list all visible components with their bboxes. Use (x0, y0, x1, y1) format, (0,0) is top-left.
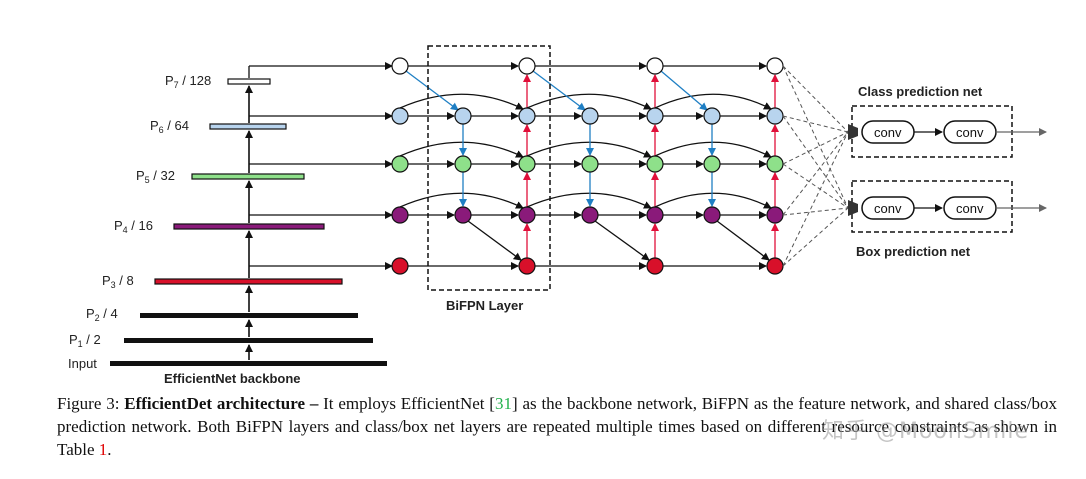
backbone-bar-p3 (154, 278, 343, 285)
bifpn-node-3-p6 (581, 107, 599, 125)
caption-text-3: . (107, 440, 112, 459)
bifpn-node-6-p5 (766, 155, 784, 173)
bifpn-node-3-p5 (581, 155, 599, 173)
class-conv-1-label: conv (874, 125, 902, 140)
bifpn-node-5-p5 (703, 155, 721, 173)
backbone-bar-input (110, 361, 387, 366)
bifpn-node-4-p7 (646, 57, 664, 75)
edge-skip-2-2 (654, 141, 772, 158)
bifpn-node-4-p3 (646, 257, 664, 275)
head-edge-box-0 (782, 65, 849, 209)
backbone-label-p7: P7 / 128 (165, 73, 211, 90)
bifpn-node-3-p4 (581, 206, 599, 224)
head-edge-class-0 (782, 65, 849, 133)
class-net-funnel-icon (848, 124, 858, 140)
bifpn-node-1-p6 (454, 107, 472, 125)
bifpn-node-4-p5 (646, 155, 664, 173)
bifpn-node-6-p4 (766, 206, 784, 224)
backbone-label-p2: P2 / 4 (86, 306, 118, 323)
edge-skip-2-1 (654, 93, 772, 110)
figure-caption: Figure 3: EfficientDet architecture – It… (57, 392, 1057, 461)
bifpn-node-0-p5 (391, 155, 409, 173)
head-edge-class-2 (782, 131, 849, 165)
bifpn-node-5-p6 (703, 107, 721, 125)
edge-td-0-0 (405, 70, 459, 111)
bifpn-node-1-p4 (454, 206, 472, 224)
bifpn-node-5-p4 (703, 206, 721, 224)
bifpn-node-1-p5 (454, 155, 472, 173)
edge-td-2-3 (716, 220, 770, 261)
caption-text-2: ] as the backbone network, BiFPN as the … (57, 394, 1058, 459)
backbone-label-p4: P4 / 16 (114, 218, 153, 235)
edge-skip-1-2 (526, 141, 652, 158)
edge-skip-0-1 (399, 93, 524, 110)
edge-skip-2-3 (654, 192, 772, 209)
backbone-label-input: Input (68, 356, 97, 371)
head-edge-box-1 (782, 115, 849, 209)
bifpn-edges (399, 62, 779, 270)
edge-skip-1-3 (526, 192, 652, 209)
bifpn-node-0-p6 (391, 107, 409, 125)
bifpn-node-0-p7 (391, 57, 409, 75)
head-edge-box-2 (782, 163, 849, 209)
caption-title: EfficientDet architecture – (124, 394, 319, 413)
class-conv-2-label: conv (956, 125, 984, 140)
backbone-bar-p5 (191, 173, 305, 180)
box-conv-2-label: conv (956, 201, 984, 216)
bifpn-nodes (391, 57, 784, 275)
bifpn-node-6-p6 (766, 107, 784, 125)
class-prediction-net: Class prediction net conv conv (848, 84, 1047, 158)
bifpn-node-2-p7 (518, 57, 536, 75)
backbone-bar-p1 (124, 338, 373, 343)
bifpn-layer-label: BiFPN Layer (446, 298, 523, 313)
head-edge-class-3 (782, 131, 849, 216)
box-net-funnel-icon (848, 200, 858, 216)
caption-citation-link[interactable]: 31 (494, 394, 512, 413)
backbone-label-p1: P1 / 2 (69, 332, 101, 349)
bifpn-node-6-p7 (766, 57, 784, 75)
bifpn-node-2-p3 (518, 257, 536, 275)
edge-td-1-3 (594, 220, 650, 261)
backbone-label-p5: P5 / 32 (136, 168, 175, 185)
bifpn-node-0-p3 (391, 257, 409, 275)
head-edge-box-4 (782, 207, 849, 267)
box-prediction-net: conv conv Box prediction net (848, 180, 1047, 259)
caption-table-link[interactable]: 1 (98, 440, 108, 459)
backbone-title: EfficientNet backbone (164, 371, 301, 386)
caption-text-1: It employs EfficientNet [ (318, 394, 495, 413)
bifpn-node-2-p5 (518, 155, 536, 173)
bifpn-node-2-p4 (518, 206, 536, 224)
edge-td-1-0 (532, 70, 586, 111)
backbone: Input P1 / 2 P2 / 4 P3 / 8 P4 / 16 P5 / … (68, 62, 393, 386)
bifpn-node-6-p3 (766, 257, 784, 275)
bifpn-node-4-p4 (646, 206, 664, 224)
backbone-bar-p4 (173, 223, 325, 230)
edge-td-2-0 (660, 70, 708, 111)
bifpn-node-0-p4 (391, 206, 409, 224)
backbone-label-p3: P3 / 8 (102, 273, 134, 290)
backbone-bar-p7 (227, 78, 271, 85)
box-prediction-label: Box prediction net (856, 244, 971, 259)
bifpn-node-4-p6 (646, 107, 664, 125)
edge-skip-1-1 (526, 93, 652, 110)
watermark: 知乎 @MoonSmile (822, 419, 1029, 444)
head-edges (782, 65, 849, 267)
backbone-bar-p2 (140, 313, 358, 318)
class-prediction-label: Class prediction net (858, 84, 983, 99)
head-edge-class-4 (782, 131, 849, 267)
bifpn-node-2-p6 (518, 107, 536, 125)
backbone-label-p6: P6 / 64 (150, 118, 189, 135)
edge-td-0-3 (467, 220, 522, 261)
bifpn-layer-box (427, 45, 551, 291)
backbone-bar-p6 (209, 123, 287, 130)
edge-skip-0-3 (399, 192, 524, 209)
edge-skip-0-2 (399, 141, 524, 158)
box-conv-1-label: conv (874, 201, 902, 216)
caption-fig-number: Figure 3: (57, 394, 120, 413)
head-edge-box-3 (782, 207, 849, 216)
